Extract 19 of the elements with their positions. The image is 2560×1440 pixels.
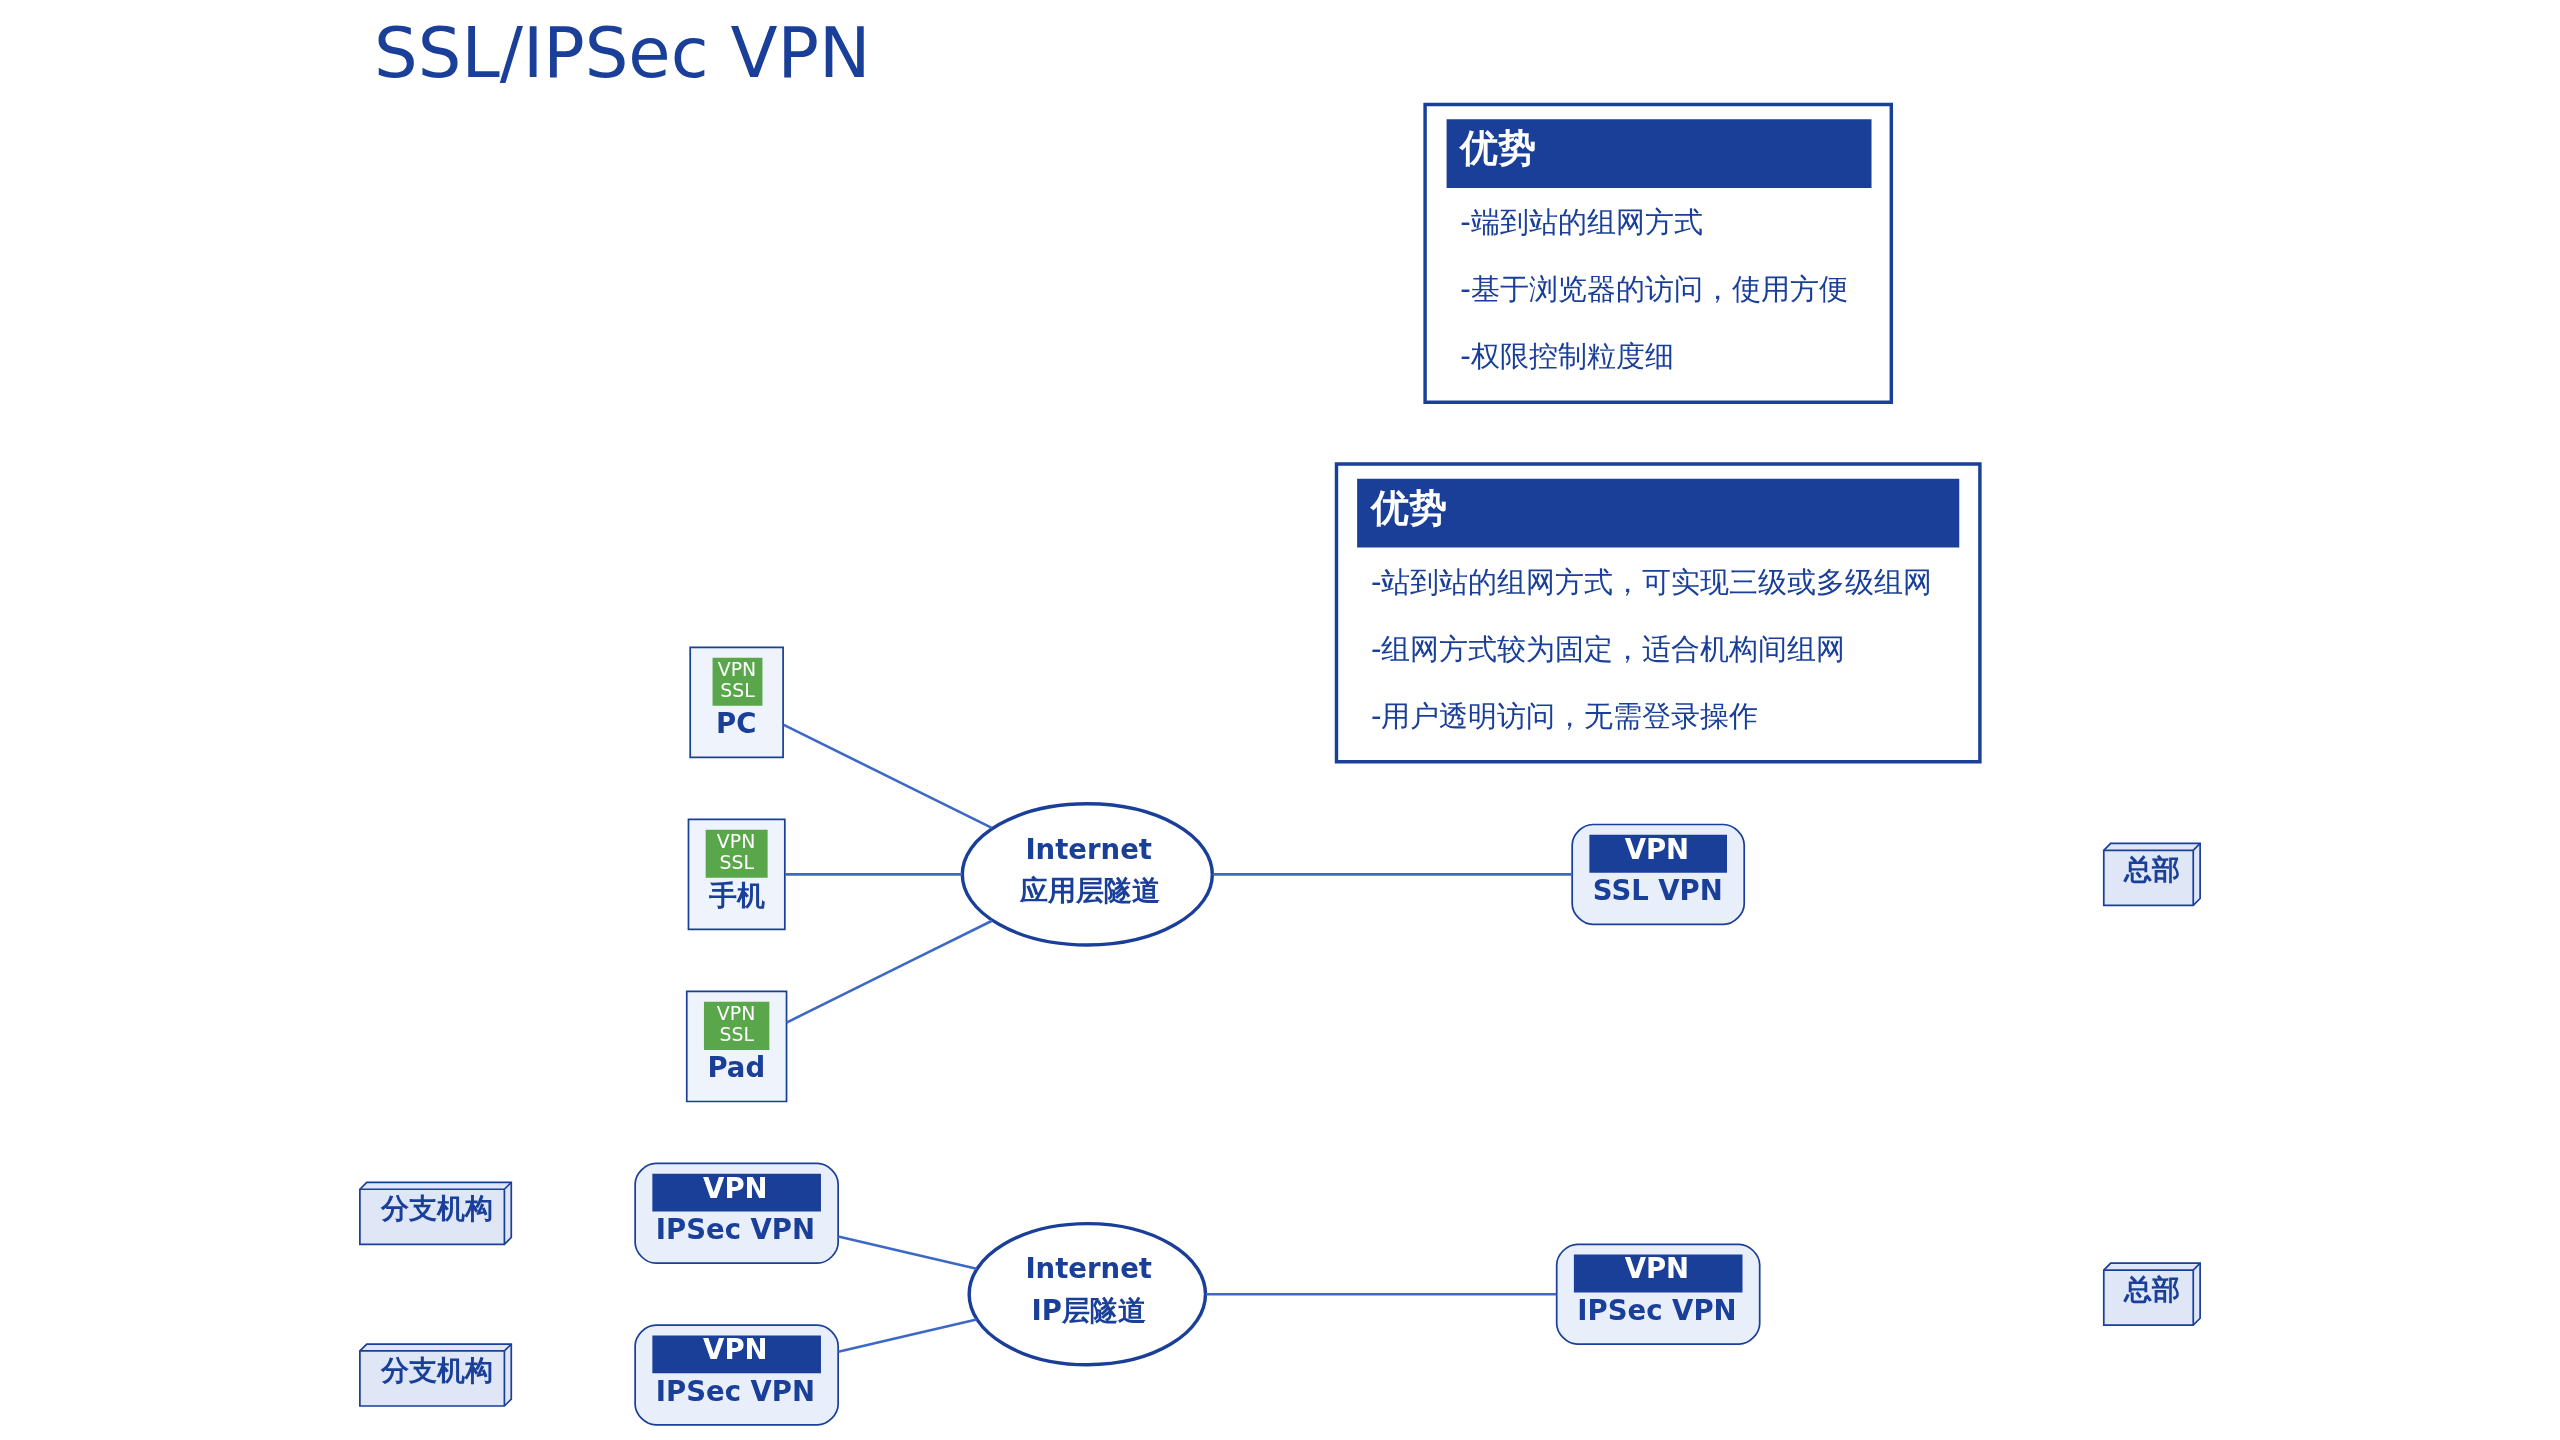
connector: [1212, 873, 1572, 876]
node-box: VPN IPSec VPN: [1555, 1243, 1761, 1345]
node-box: VPN IPSec VPN: [634, 1162, 839, 1265]
node-ellipse: Internet 应用层隧道: [960, 802, 1215, 947]
connector: [785, 873, 962, 876]
node-box: VPN SSL 手机: [687, 818, 786, 931]
node-box: VPN SSL PC: [689, 646, 784, 759]
connector: [786, 919, 993, 1024]
connector: [838, 1235, 977, 1271]
node-box: 优势 -站到站的组网方式，可实现三级或多级组网 -组网方式较为固定，适合机构间组网 -用户透明访问，无需登录操作: [1334, 462, 1982, 764]
node-box: VPN IPSec VPN: [634, 1324, 839, 1426]
node-ellipse: Internet IP层隧道: [967, 1221, 1208, 1367]
diagram-title: SSL/IPSec VPN: [374, 13, 871, 93]
connector: [783, 723, 993, 830]
connector: [838, 1318, 977, 1353]
node-box: VPN SSL Pad: [685, 990, 788, 1103]
connector: [1205, 1292, 1557, 1296]
node-box: VPN SSL VPN: [1571, 823, 1746, 926]
node-box: 优势 -端到站的组网方式 -基于浏览器的访问，使用方便 -权限控制粒度细: [1423, 102, 1894, 404]
